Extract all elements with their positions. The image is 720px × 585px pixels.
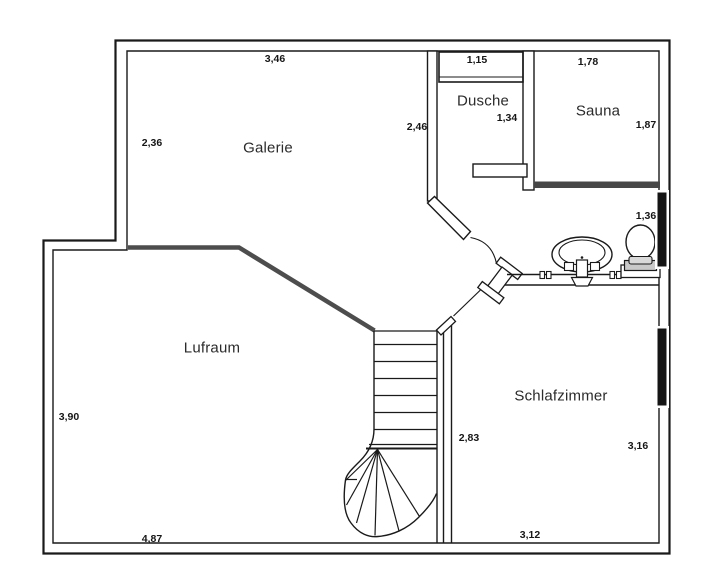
sink-icon — [551, 236, 613, 287]
schlafzimmer-window — [655, 326, 669, 408]
schlafzimmer-left-wall — [435, 315, 457, 543]
galerie-right-wall — [426, 50, 438, 202]
door-leaf — [453, 288, 483, 317]
bath-window — [655, 190, 669, 269]
shower-tray-icon — [438, 51, 524, 83]
stairs-icon — [343, 330, 438, 543]
door-post — [476, 256, 524, 305]
outer-walls — [42, 39, 671, 555]
toilet-icon — [620, 224, 661, 279]
window-bar-icon — [656, 327, 668, 407]
window-bar-icon — [656, 191, 668, 268]
bench-icon — [472, 163, 528, 178]
sauna-bottom-wall — [534, 181, 660, 188]
door-swing-arc — [470, 236, 498, 264]
winder-steps — [343, 449, 438, 538]
diagonal-wall — [426, 195, 472, 241]
gallery-railing — [128, 245, 376, 333]
dusche-right-wall — [522, 50, 535, 191]
